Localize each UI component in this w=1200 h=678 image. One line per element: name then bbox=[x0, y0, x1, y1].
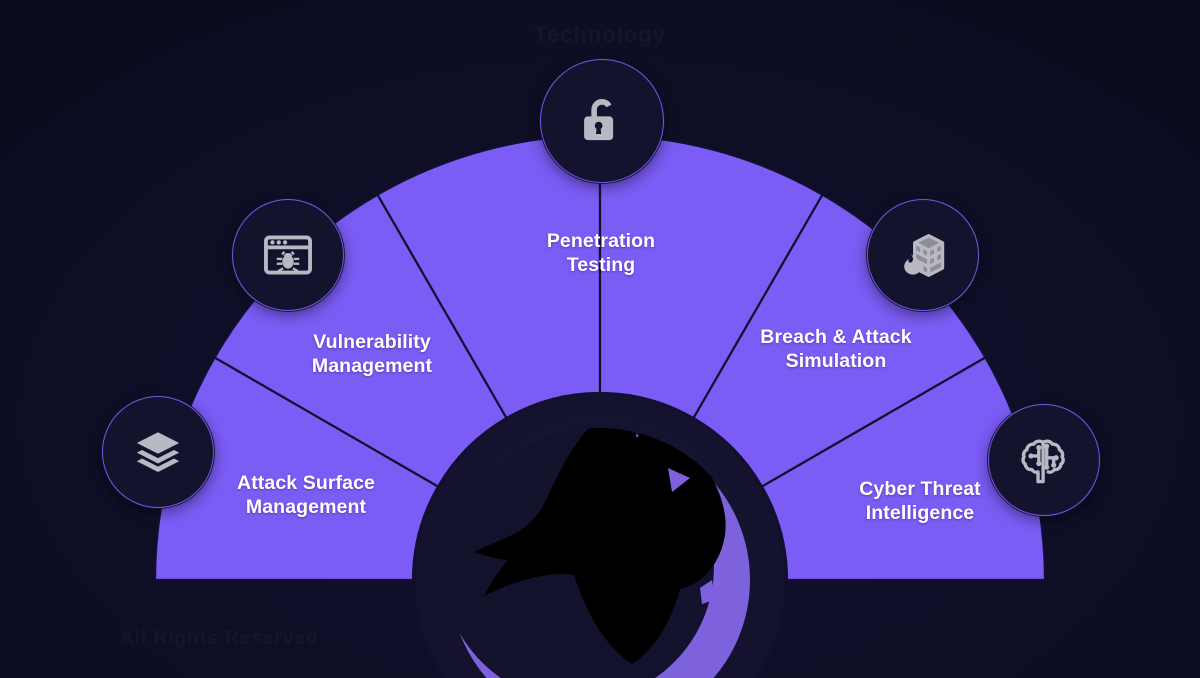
horse-nostril bbox=[700, 580, 714, 604]
wheel-segments bbox=[153, 133, 1047, 582]
icon-bubble-bug-window[interactable] bbox=[232, 199, 344, 311]
horse-head-silhouette bbox=[474, 428, 726, 664]
firewall-flame-icon bbox=[896, 228, 950, 282]
icon-bubble-brain-circuit[interactable] bbox=[988, 404, 1100, 516]
brain-circuit-icon bbox=[1017, 433, 1071, 487]
icon-bubble-layers[interactable] bbox=[102, 396, 214, 508]
wheel-hub bbox=[415, 395, 785, 678]
horse-eye bbox=[668, 468, 690, 492]
icon-bubble-firewall-flame[interactable] bbox=[867, 199, 979, 311]
layers-icon bbox=[131, 425, 185, 479]
open-padlock-icon bbox=[573, 92, 631, 150]
icon-bubble-open-padlock[interactable] bbox=[540, 59, 664, 183]
wheel-segment[interactable] bbox=[153, 355, 440, 582]
watermark-bottom: All Rights Reserved bbox=[120, 628, 319, 649]
wheel-segment[interactable] bbox=[598, 133, 825, 420]
logo-group bbox=[448, 428, 750, 678]
bug-window-icon bbox=[261, 228, 315, 282]
watermark-top: Technology bbox=[534, 22, 666, 47]
